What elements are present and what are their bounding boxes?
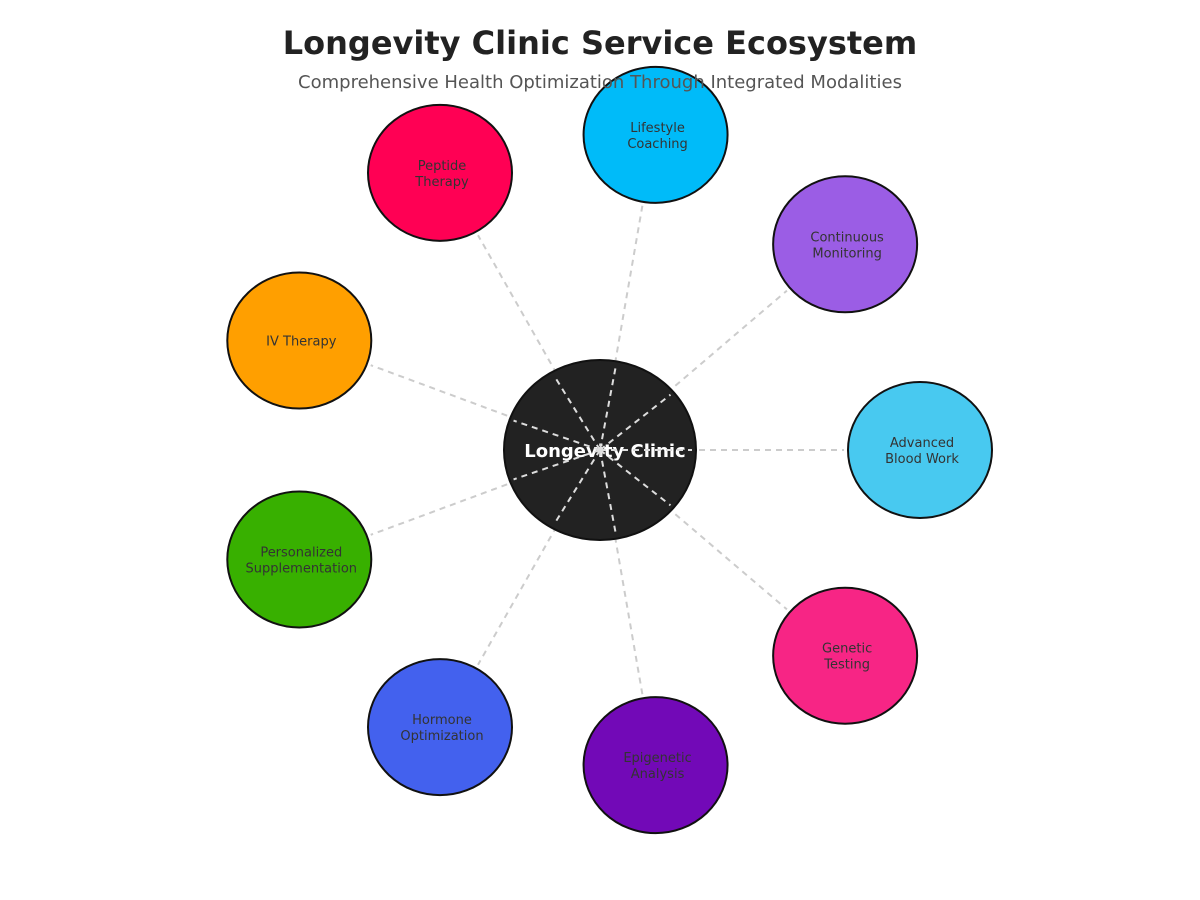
service-label: Advanced xyxy=(890,436,954,451)
service-node-iv-therapy: IV Therapy xyxy=(226,271,373,410)
service-label: Genetic xyxy=(822,642,872,657)
service-label: Optimization xyxy=(400,729,483,744)
connector-line xyxy=(553,449,601,526)
service-circle xyxy=(582,65,729,204)
service-label: Testing xyxy=(823,658,870,673)
service-label: Peptide xyxy=(418,159,467,174)
service-nodes: LifestyleCoachingContinuousMonitoringAdv… xyxy=(226,65,993,835)
connector-line xyxy=(599,289,788,451)
service-circle xyxy=(367,103,513,242)
connector-line xyxy=(553,374,601,451)
service-label: Hormone xyxy=(412,713,472,728)
connector-line xyxy=(599,393,672,451)
service-label: Therapy xyxy=(414,175,469,190)
service-label: Blood Work xyxy=(885,452,959,467)
service-circle xyxy=(226,490,373,629)
service-label: Epigenetic xyxy=(623,751,691,766)
connector-line xyxy=(599,449,617,535)
connector-line xyxy=(477,234,601,451)
connector-line xyxy=(370,364,601,451)
connector-line xyxy=(599,449,644,695)
service-circle xyxy=(772,175,919,314)
service-circle xyxy=(772,586,919,725)
connector-line xyxy=(513,419,601,451)
page-title: Longevity Clinic Service Ecosystem xyxy=(282,24,918,62)
service-label: IV Therapy xyxy=(266,335,337,350)
connector-line xyxy=(599,365,617,451)
service-label: Lifestyle xyxy=(630,121,685,136)
service-label: Monitoring xyxy=(812,246,882,261)
connector-line xyxy=(599,205,644,451)
connector-line xyxy=(513,449,601,481)
service-label: Supplementation xyxy=(246,561,357,576)
service-label: Coaching xyxy=(627,137,688,152)
service-label: Personalized xyxy=(260,545,342,560)
service-circle xyxy=(367,658,513,797)
service-circle xyxy=(582,696,729,835)
connector-layer xyxy=(370,205,844,695)
connector-line xyxy=(599,449,788,611)
service-circle xyxy=(847,381,993,519)
connector-line xyxy=(370,449,601,536)
service-label: Analysis xyxy=(631,767,685,782)
hub-label: Longevity Clinic xyxy=(524,441,685,462)
connector-line xyxy=(477,449,601,666)
service-circle xyxy=(226,271,373,410)
hub-connector-overlay xyxy=(513,365,692,535)
service-label: Continuous xyxy=(810,230,884,245)
connector-line xyxy=(599,449,672,507)
page-subtitle: Comprehensive Health Optimization Throug… xyxy=(298,72,902,93)
